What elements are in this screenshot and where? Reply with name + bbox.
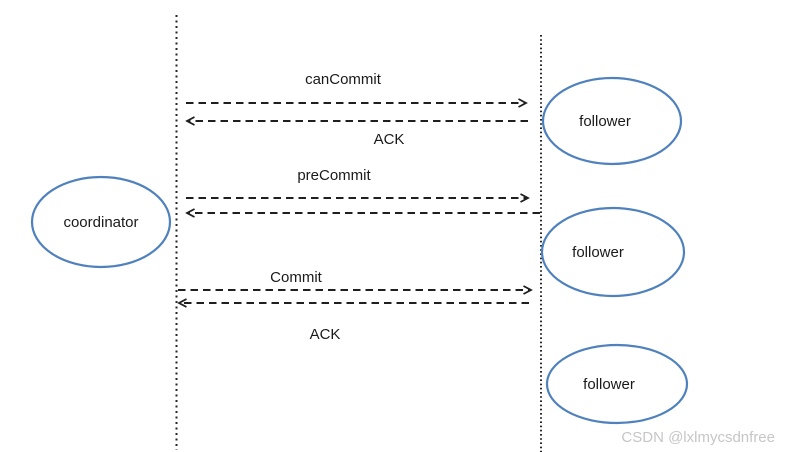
coordinator-ellipse <box>30 175 172 269</box>
follower-3-ellipse <box>545 343 689 425</box>
coordinator-node: coordinator <box>30 175 172 269</box>
follower-node-3: follower <box>545 343 689 425</box>
follower-2-label: follower <box>572 244 624 261</box>
follower-2-ellipse <box>540 206 686 298</box>
follower-node-1: follower <box>541 76 683 166</box>
coordinator-label: coordinator <box>63 214 138 231</box>
commit-label: Commit <box>270 269 322 286</box>
csdn-watermark: CSDN @lxlmycsdnfree <box>621 429 775 446</box>
follower-node-2: follower <box>540 206 686 298</box>
follower-1-label: follower <box>579 113 631 130</box>
follower-1-ellipse <box>541 76 683 166</box>
follower-3-label: follower <box>583 376 635 393</box>
cancommit-ack-label: ACK <box>374 131 405 148</box>
commit-ack-label: ACK <box>310 326 341 343</box>
cancommit-label: canCommit <box>305 71 382 88</box>
precommit-label: preCommit <box>297 167 371 184</box>
